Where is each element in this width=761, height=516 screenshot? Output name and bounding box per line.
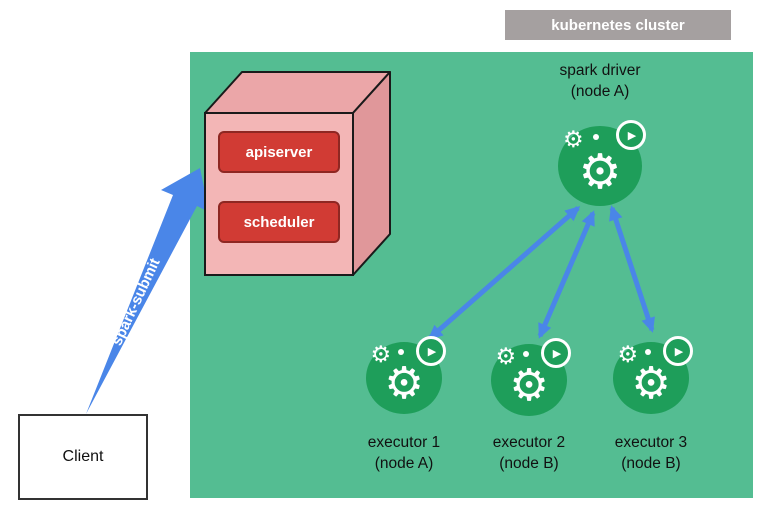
scheduler-label: scheduler [243,213,315,231]
cluster-label-badge: kubernetes cluster [505,10,731,40]
play-badge: ▶ [616,120,646,150]
apiserver-panel: apiserver [218,131,340,173]
executor-2-node: (node B) [499,455,559,472]
gear-icon: ⚙ [509,359,549,411]
gear-icon: ⚙ [578,144,622,201]
dot-icon [593,133,600,140]
gear-icon: ⚙ [495,344,517,371]
play-badge: ▶ [663,336,693,366]
client-box: Client [18,414,148,500]
executor-3-pod-icon: ⚙ ⚙ ▶ [613,336,693,414]
play-icon: ▶ [552,346,562,360]
executor-1-label: executor 1 (node A) [324,432,484,474]
gear-icon: ⚙ [617,342,639,369]
driver-label: spark driver (node A) [520,60,680,102]
spark-submit-label: spark-submit [108,255,164,349]
play-icon: ▶ [627,128,637,142]
executor-1-title: executor 1 [367,434,441,451]
executor-3-title: executor 3 [614,434,688,451]
driver-title: spark driver [559,62,641,79]
gear-icon: ⚙ [563,126,584,153]
executor-2-label: executor 2 (node B) [449,432,609,474]
cluster-label: kubernetes cluster [551,16,685,34]
play-badge: ▶ [541,338,571,368]
play-icon: ▶ [674,344,684,358]
driver-pod-icon: ⚙ ⚙ ▶ [558,120,646,206]
gear-icon: ⚙ [370,342,392,369]
apiserver-label: apiserver [245,143,313,161]
executor-2-title: executor 2 [492,434,566,451]
executor-1-pod-icon: ⚙ ⚙ ▶ [366,336,446,414]
dot-icon [644,348,651,355]
driver-node: (node A) [570,83,630,100]
executor-3-node: (node B) [621,455,681,472]
scheduler-panel: scheduler [218,201,340,243]
executor-3-label: executor 3 (node B) [571,432,731,474]
gear-icon: ⚙ [384,357,424,409]
executor-1-node: (node A) [374,455,434,472]
gear-icon: ⚙ [631,357,671,409]
play-badge: ▶ [416,336,446,366]
dot-icon [522,350,529,357]
client-label: Client [62,448,104,465]
dot-icon [397,348,404,355]
play-icon: ▶ [427,344,437,358]
executor-2-pod-icon: ⚙ ⚙ ▶ [491,338,571,416]
